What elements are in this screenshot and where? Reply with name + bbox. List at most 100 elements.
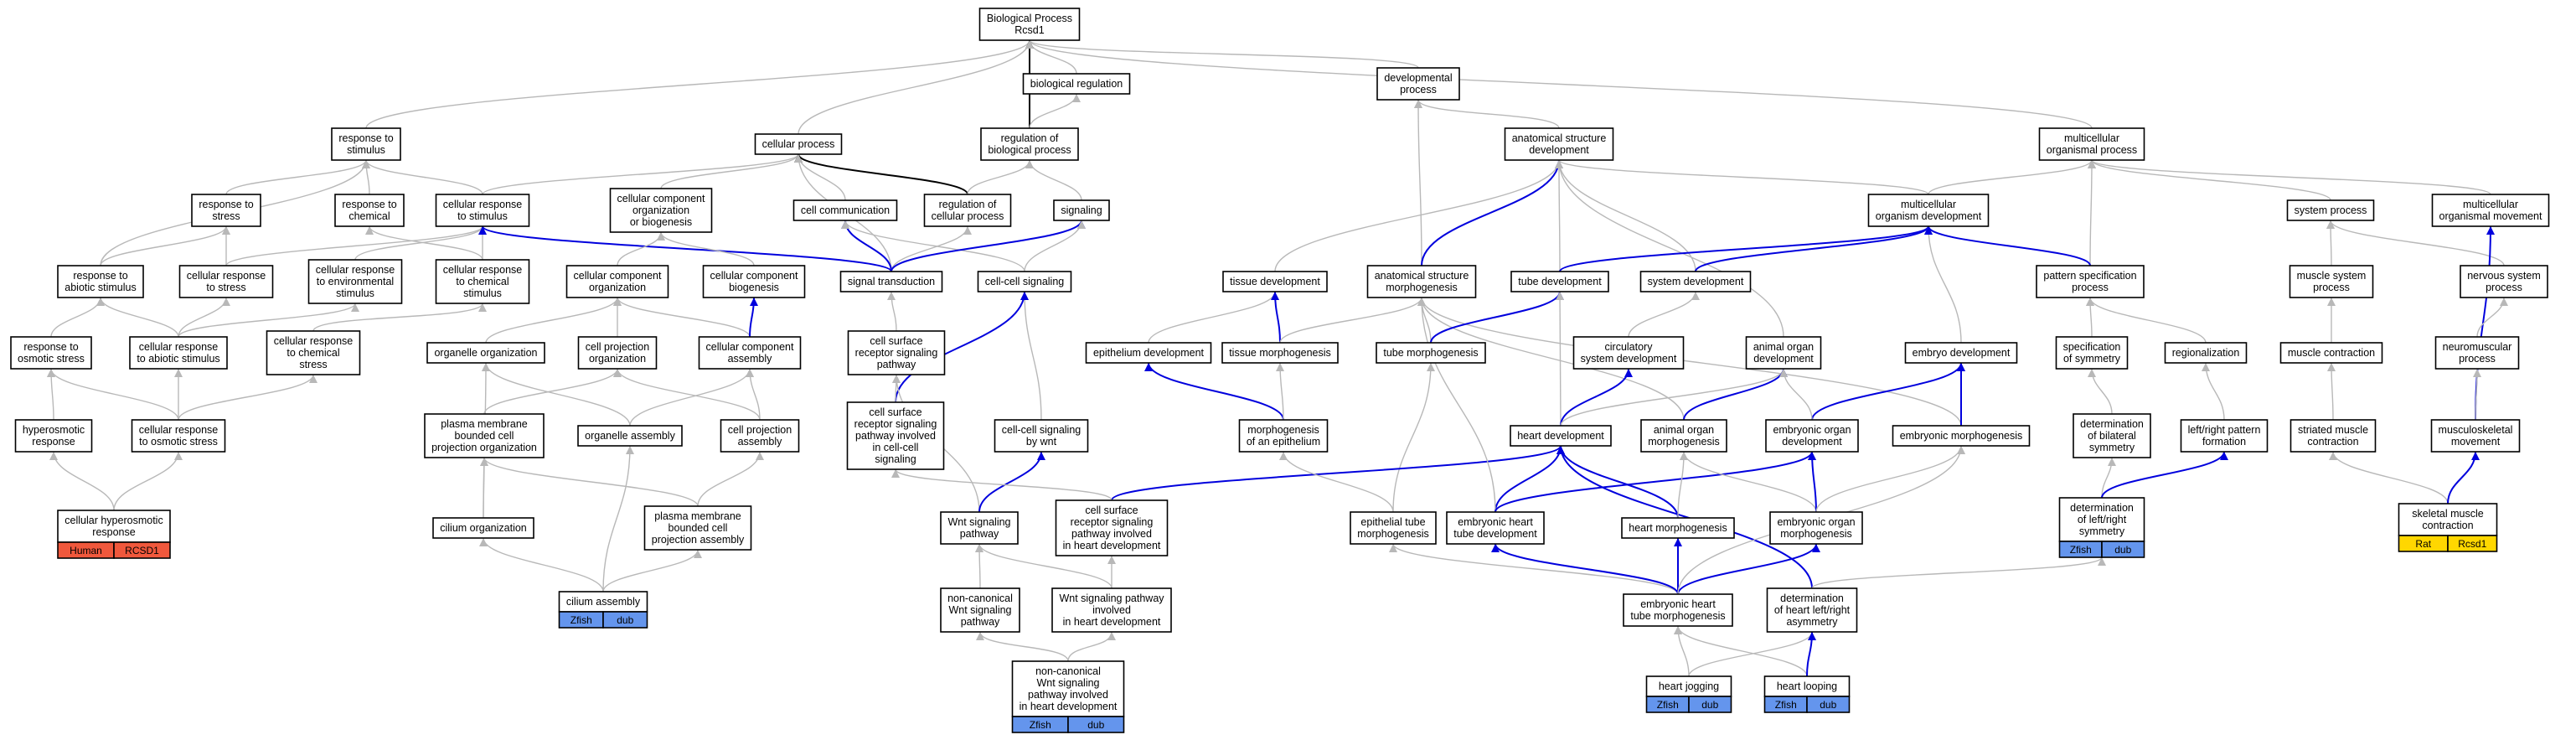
go-term-box [980,127,1079,161]
go-term-node[interactable]: signaling [1053,199,1110,221]
gray-is-a-edge [1414,99,1423,267]
go-term-label: cell surface [870,335,922,347]
go-term-label: pathway involved [1071,528,1152,540]
go-term-node[interactable]: muscle contraction [2279,342,2383,364]
go-term-node[interactable]: regionalization [2164,342,2248,364]
go-term-box [2180,419,2269,453]
gray-is-a-edge [2202,362,2225,421]
gray-is-a-edge [1811,556,2106,589]
go-term-node[interactable]: cellular process [754,133,843,155]
go-term-node[interactable]: system development [1639,271,1752,292]
go-term-box [2430,419,2521,453]
go-term-label: tissue development [1230,276,1320,287]
go-term-node[interactable]: cell-cell signaling [977,271,1072,292]
go-term-node[interactable]: system process [2286,199,2375,221]
go-term-box [307,259,403,304]
blue-is-a-edge [891,220,1086,272]
go-term-node[interactable]: signal transduction [839,271,943,292]
go-term-label: tube development [1518,276,1602,287]
go-term-node[interactable]: tube development [1510,271,1609,292]
go-term-node[interactable]: cell communication [792,199,898,221]
go-term-node[interactable]: tissue development [1222,271,1328,292]
go-term-node[interactable]: tube morphogenesis [1376,342,1486,364]
gray-is-a-edge [479,537,604,593]
go-term-node[interactable]: biological regulation [1022,73,1131,95]
go-term-node[interactable]: heart morphogenesis [1621,517,1735,539]
go-term-label: or biogenesis [630,216,692,228]
go-term-node[interactable]: tissue morphogenesis [1221,342,1339,364]
go-term-label: system development [1581,353,1677,365]
go-term-node[interactable]: organelle assembly [577,425,683,447]
go-term-node[interactable]: embryo development [1904,342,2018,364]
go-term-node[interactable]: cilium organization [432,517,534,539]
go-term-node[interactable]: embryonic morphogenesis [1892,425,2031,447]
go-term-node[interactable]: organelle organization [426,342,545,364]
go-term-node[interactable]: epithelium development [1085,342,1212,364]
go-term-node[interactable]: heart development [1510,425,1612,447]
